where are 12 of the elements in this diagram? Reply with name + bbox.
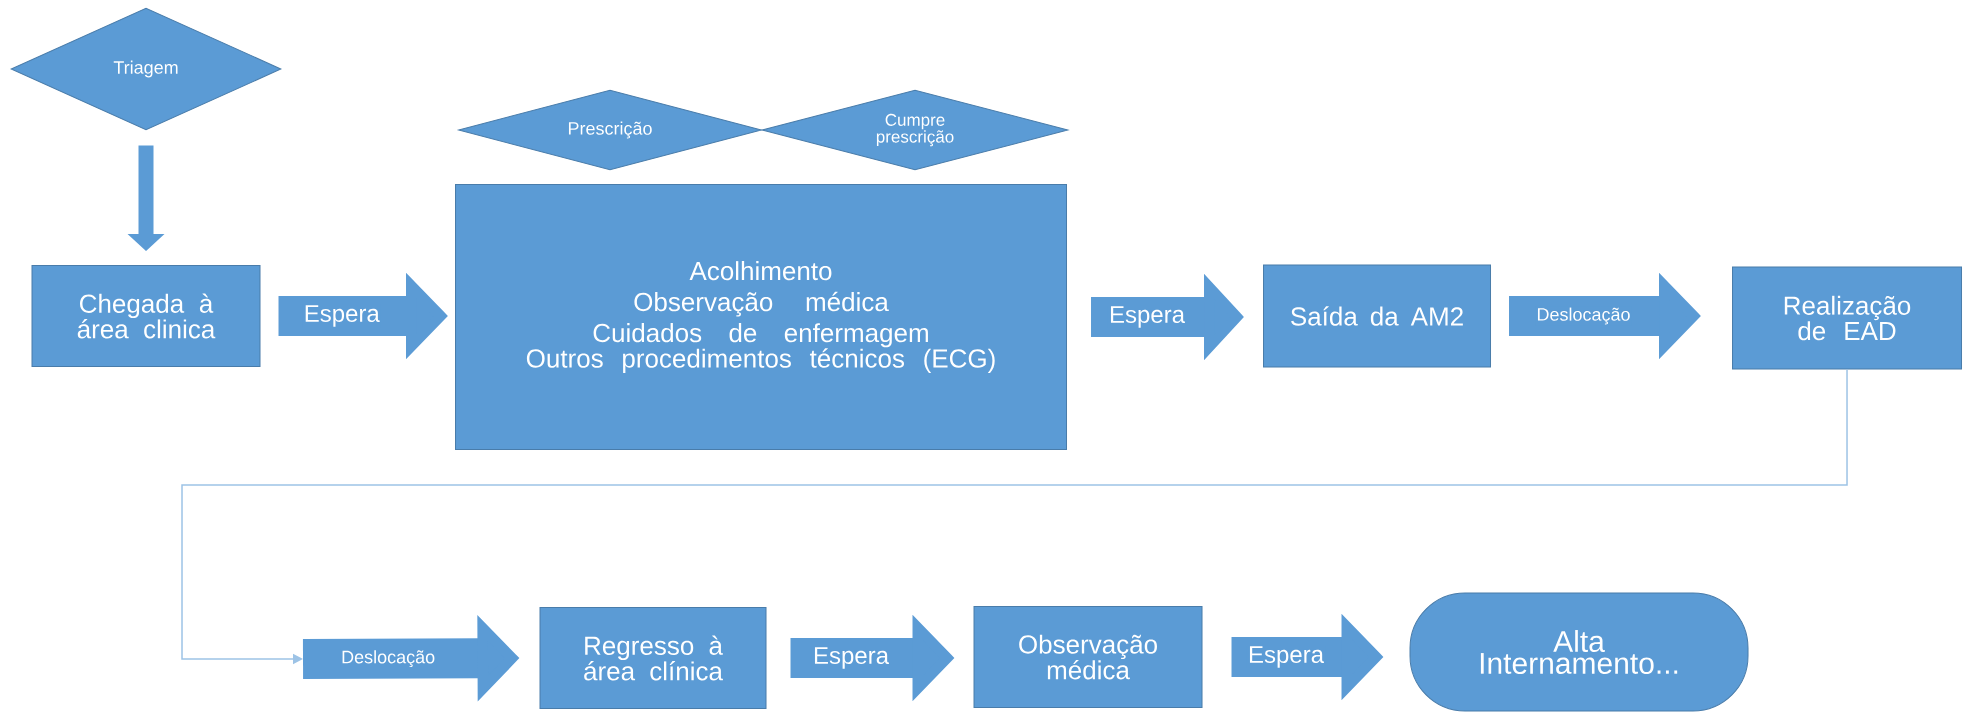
- edge-label: Espera: [302, 304, 381, 328]
- process-box: Acolhimento Observação médica Cuidados de enfermagem Outros procedimentos técnicos (ECG): [455, 184, 1067, 450]
- process-box: Observação médica: [973, 606, 1203, 708]
- edge-label: Espera: [1247, 645, 1326, 669]
- edge-label: Espera: [1108, 305, 1187, 329]
- process-box: Chegada à área clinica: [31, 265, 261, 367]
- edge-label: Deslocação: [340, 649, 437, 669]
- process-box: Saída da AM2: [1263, 264, 1491, 368]
- process-box: Realização de EAD: [1732, 266, 1962, 370]
- terminal-box: Alta Internamento...: [1409, 592, 1749, 712]
- process-box: Regresso à área clínica: [539, 607, 767, 709]
- edge-label: Espera: [812, 646, 891, 670]
